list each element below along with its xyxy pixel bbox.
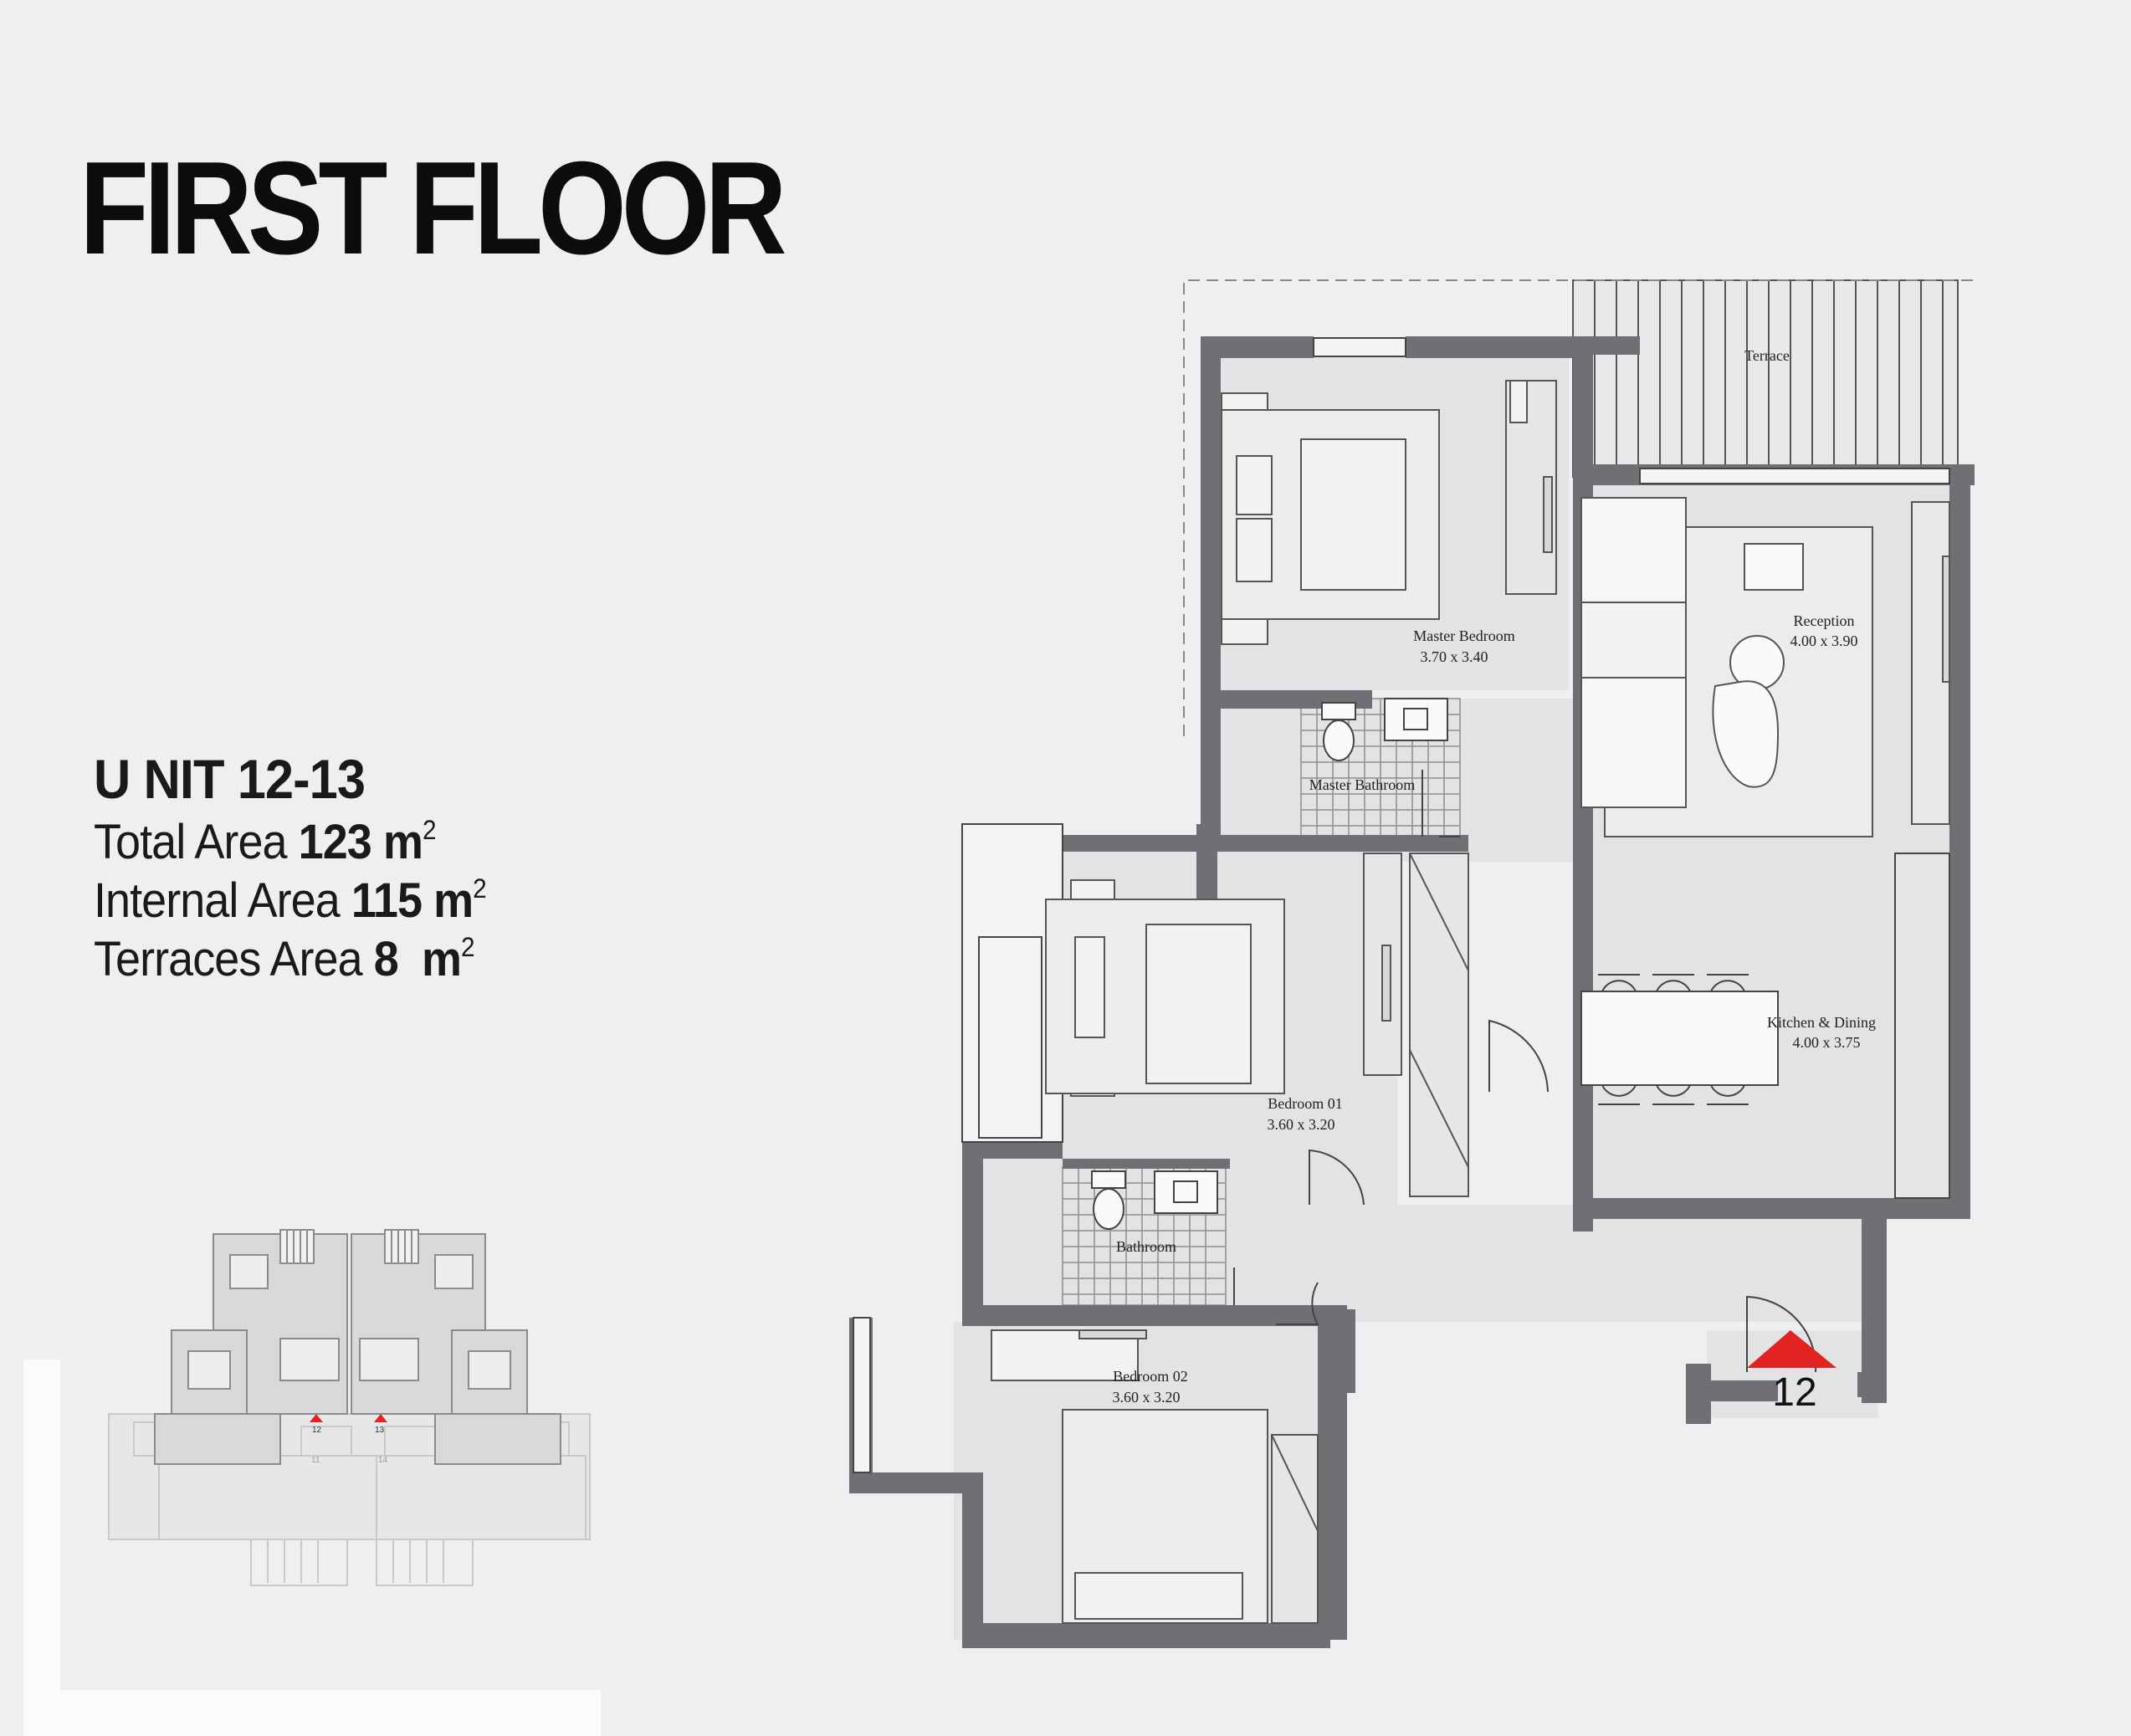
terraces-area-exponent: 2: [460, 932, 475, 962]
bathroom-label: Bathroom: [1116, 1238, 1176, 1255]
internal-area-unit: m: [433, 873, 474, 928]
total-area-value: 123: [298, 815, 372, 869]
total-area-label: Total Area: [94, 815, 288, 869]
unit-title: U NIT 12-13: [94, 748, 366, 810]
internal-area-exponent: 2: [473, 873, 487, 904]
master-bedroom-furniture: [1221, 380, 1557, 645]
internal-area-value: 115: [351, 873, 423, 928]
key-plan-label-12: 12: [312, 1426, 322, 1435]
master-bedroom-size: 3.70 x 3.40: [1421, 648, 1488, 665]
kitchen-dining-size: 4.00 x 3.75: [1793, 1034, 1861, 1051]
room-labels: Terrace Master Bedroom 3.70 x 3.40 Maste…: [1113, 347, 1876, 1406]
terraces-area-value: 8: [373, 932, 399, 986]
bedroom-02-size: 3.60 x 3.20: [1113, 1389, 1181, 1406]
terrace-outline-dashed: [1183, 279, 1975, 736]
unit-info: U NIT 12-13 Total Area 123 m2 Internal A…: [94, 751, 515, 984]
key-plan-label-11: 11: [311, 1456, 320, 1465]
terrace-label: Terrace: [1744, 347, 1790, 364]
bedroom-02-furniture: [991, 1329, 1319, 1624]
terraces-area-row: Terraces Area 8 m2: [94, 932, 486, 986]
key-plan-label-14: 14: [378, 1456, 388, 1465]
white-patch-bottom: [23, 1690, 601, 1736]
key-plan-labels: 12 13 11 14: [311, 1426, 388, 1465]
bedroom-01-label: Bedroom 01: [1268, 1095, 1343, 1112]
page-title: FIRST FLOOR: [79, 135, 787, 282]
internal-area-label: Internal Area: [94, 873, 341, 928]
master-bathroom-label: Master Bathroom: [1309, 776, 1415, 793]
key-plan-label-13: 13: [375, 1426, 385, 1435]
master-bathroom-fixtures: [1321, 698, 1460, 837]
kitchen-dining-furniture: [1580, 853, 1950, 1199]
kitchen-dining-label: Kitchen & Dining: [1767, 1014, 1876, 1031]
key-plan-marker-13-icon: [374, 1414, 387, 1422]
unit-number-label: 12: [1772, 1370, 1816, 1415]
entrance-arrow-icon: [1747, 1330, 1836, 1368]
bathroom-fixtures: [1091, 1170, 1218, 1230]
bedroom-01-size: 3.60 x 3.20: [1268, 1116, 1335, 1133]
internal-area-row: Internal Area 115 m2: [94, 875, 487, 925]
terraces-area-unit: m: [421, 932, 462, 986]
terrace: [1572, 279, 1959, 478]
key-plan-upper: [154, 1229, 561, 1465]
terraces-area-label: Terraces Area: [94, 932, 363, 986]
reception-furniture: [1580, 497, 1950, 837]
terrace-decking: [1594, 280, 1944, 477]
total-area-row: Total Area 123 m2: [94, 815, 486, 869]
key-plan-marker-12-icon: [310, 1414, 323, 1422]
white-patch-left: [23, 1360, 60, 1690]
entrance: 12: [1747, 1330, 1836, 1415]
reception-size: 4.00 x 3.90: [1790, 632, 1858, 649]
bedroom-02-label: Bedroom 02: [1113, 1368, 1188, 1385]
reception-label: Reception: [1794, 612, 1855, 629]
bedroom-01-furniture: [1045, 853, 1469, 1197]
total-area-exponent: 2: [422, 815, 437, 845]
master-bedroom-label: Master Bedroom: [1413, 627, 1514, 644]
key-plan: 12 13 11 14: [108, 1229, 591, 1586]
total-area-unit: m: [382, 815, 423, 869]
